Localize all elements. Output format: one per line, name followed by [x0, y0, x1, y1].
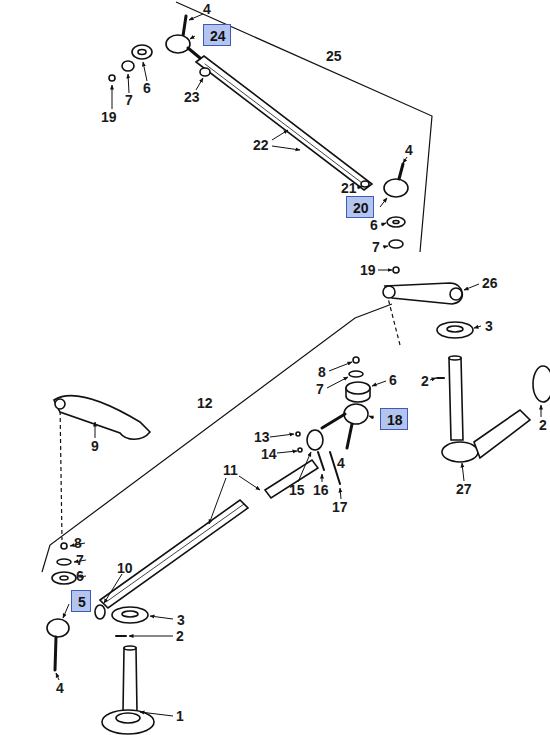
callout-number: 3 [177, 613, 185, 627]
highlight-box: 24 [203, 24, 231, 46]
callout-number: 6 [143, 81, 151, 95]
callout-number: 20 [353, 201, 367, 215]
callout-number: 27 [456, 482, 472, 496]
callout-number: 26 [482, 276, 498, 290]
callout-number: 2 [421, 374, 429, 388]
highlight-box: 18 [380, 408, 408, 430]
callout-number: 6 [389, 373, 397, 387]
callout-number: 2 [176, 629, 184, 643]
callout-number: 19 [360, 263, 376, 277]
callout-number: 13 [254, 430, 270, 444]
callout-number: 1 [176, 709, 184, 723]
callout-number: 4 [56, 681, 64, 695]
callout-number: 6 [76, 569, 84, 583]
callout-number: 12 [197, 396, 213, 410]
callout-number: 2 [539, 418, 547, 432]
callout-number: 16 [313, 483, 329, 497]
callout-number: 7 [316, 382, 324, 396]
callout-number: 21 [341, 181, 357, 195]
callout-number: 24 [210, 29, 224, 43]
callout-number: 15 [289, 483, 305, 497]
callout-number: 7 [125, 93, 133, 107]
callout-number: 22 [253, 138, 269, 152]
callout-number: 10 [117, 561, 133, 575]
callout-number: 23 [184, 90, 200, 104]
highlight-box: 5 [71, 590, 91, 612]
callout-number: 9 [91, 439, 99, 453]
callout-number: 19 [101, 110, 117, 124]
callout-number: 4 [337, 456, 345, 470]
highlight-box: 20 [346, 196, 374, 218]
callout-number: 8 [318, 365, 326, 379]
callout-number: 6 [370, 218, 378, 232]
callout-number: 4 [203, 2, 211, 16]
callout-number: 3 [485, 319, 493, 333]
callout-number: 5 [78, 595, 84, 609]
callout-number: 7 [76, 553, 84, 567]
callout-number: 18 [387, 413, 401, 427]
callout-number: 11 [223, 463, 238, 477]
callout-number: 17 [332, 500, 348, 514]
callout-number: 8 [74, 536, 82, 550]
callout-number: 4 [405, 143, 413, 157]
callout-number: 7 [372, 240, 380, 254]
callout-number: 14 [261, 447, 277, 461]
callout-number: 25 [326, 49, 342, 63]
